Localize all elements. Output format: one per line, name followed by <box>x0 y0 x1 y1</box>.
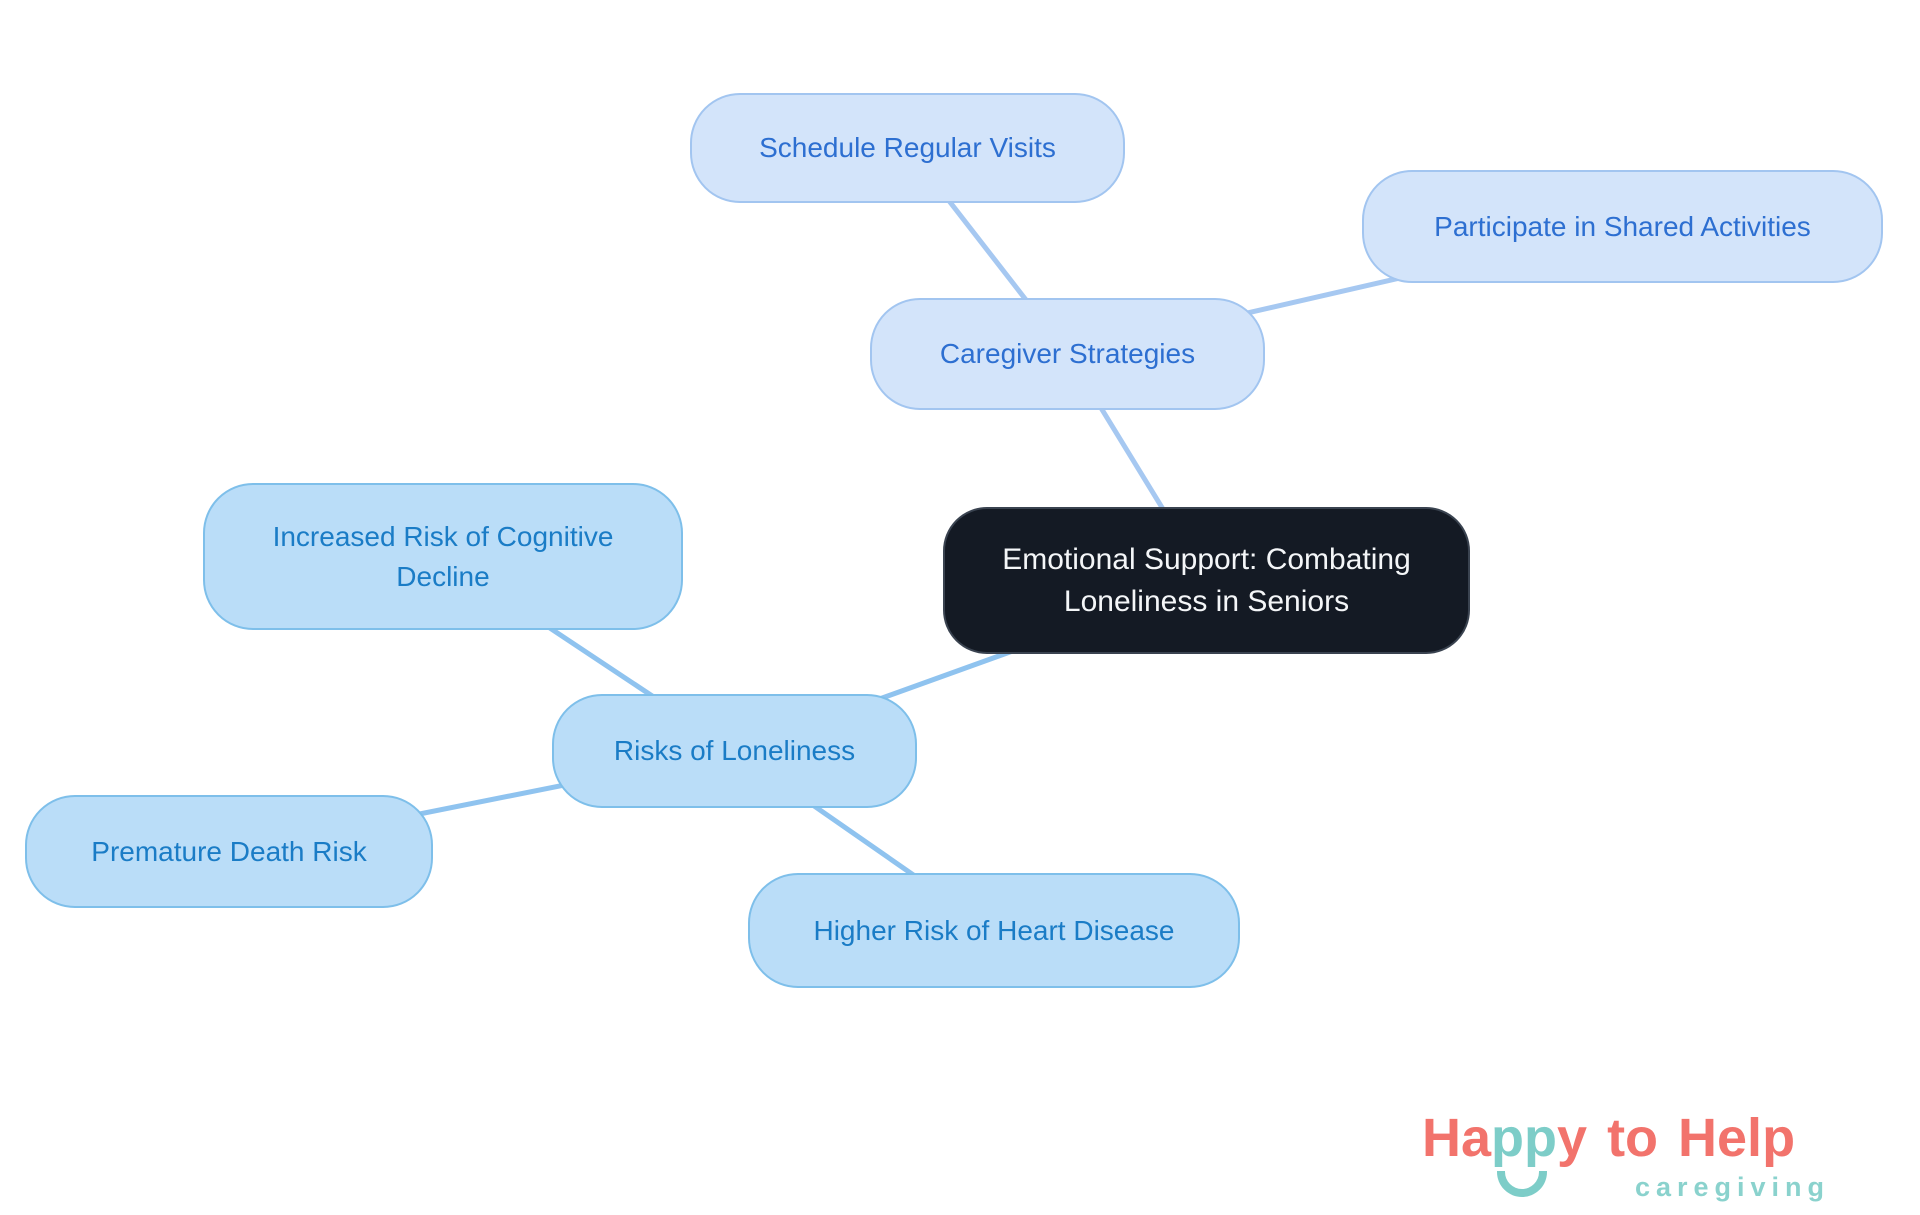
logo-tagline: caregiving <box>1634 1172 1830 1202</box>
node-label: Risks of Loneliness <box>613 735 856 766</box>
node-caregiver-strategies[interactable]: Caregiver Strategies <box>870 298 1265 410</box>
logo-text-y: y <box>1557 1108 1588 1168</box>
node-higher-risk-of-heart-disease[interactable]: Higher Risk of Heart Disease <box>748 873 1240 988</box>
node-label: Participate in Shared Activities <box>1434 210 1811 242</box>
node-schedule-regular-visits[interactable]: Schedule Regular Visits <box>690 93 1125 203</box>
node-label: Premature Death Risk <box>91 835 367 867</box>
node-label: Caregiver Strategies <box>939 338 1196 369</box>
smile-icon <box>1497 1171 1548 1197</box>
logo-text-pp: pp <box>1491 1108 1558 1168</box>
node-label: Higher Risk of Heart Disease <box>813 914 1175 946</box>
node-root-emotional-support[interactable]: Emotional Support: Combating Loneliness … <box>943 507 1470 654</box>
node-label: Schedule Regular Visits <box>759 132 1056 163</box>
node-participate-in-shared-activities[interactable]: Participate in Shared Activities <box>1362 170 1883 283</box>
node-increased-risk-of-cognitive-decline[interactable]: Increased Risk of Cognitive Decline <box>203 483 683 630</box>
logo-text-to: to <box>1607 1108 1659 1168</box>
node-risks-of-loneliness[interactable]: Risks of Loneliness <box>552 694 917 808</box>
node-label: Increased Risk of Cognitive Decline <box>272 520 614 592</box>
node-premature-death-risk[interactable]: Premature Death Risk <box>25 795 433 908</box>
logo-text-ha: Ha <box>1422 1108 1492 1168</box>
logo-text-help: Help <box>1678 1108 1796 1168</box>
node-label: Emotional Support: Combating Loneliness … <box>1002 542 1411 618</box>
